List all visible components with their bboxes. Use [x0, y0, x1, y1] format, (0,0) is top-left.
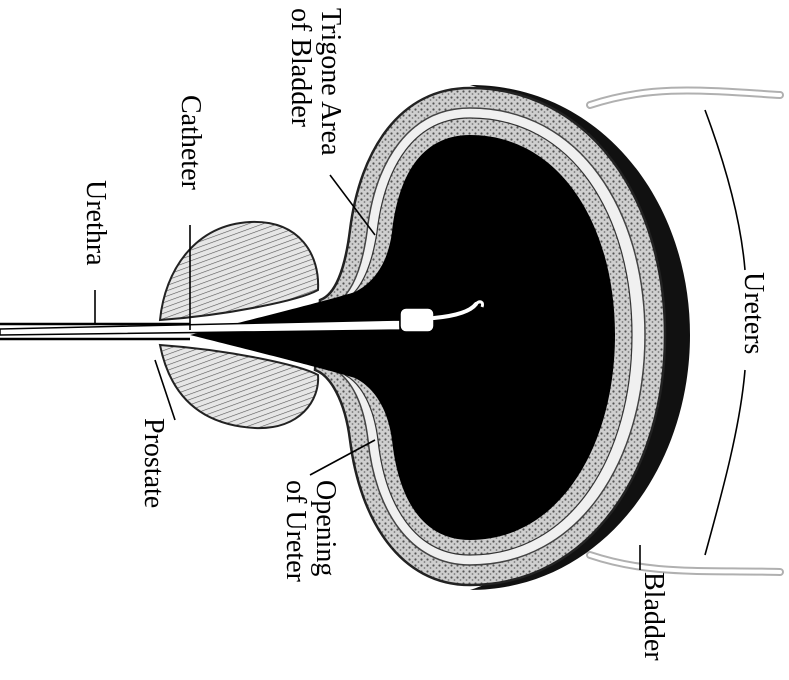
- label-opening-of-ureter: Opening of Ureter: [280, 480, 340, 582]
- catheter-balloon: [400, 308, 434, 332]
- label-prostate: Prostate: [138, 418, 168, 508]
- label-trigone-area: Trigone Area of Bladder: [285, 8, 345, 156]
- label-urethra: Urethra: [80, 180, 110, 266]
- bladder-lumen: [190, 135, 615, 540]
- label-bladder: Bladder: [638, 572, 668, 661]
- leader-ureters-lower: [705, 370, 745, 555]
- label-ureters: Ureters: [738, 272, 768, 354]
- prostate-upper-lobe: [160, 222, 318, 320]
- label-catheter: Catheter: [175, 95, 205, 190]
- leader-ureters-upper: [705, 110, 745, 270]
